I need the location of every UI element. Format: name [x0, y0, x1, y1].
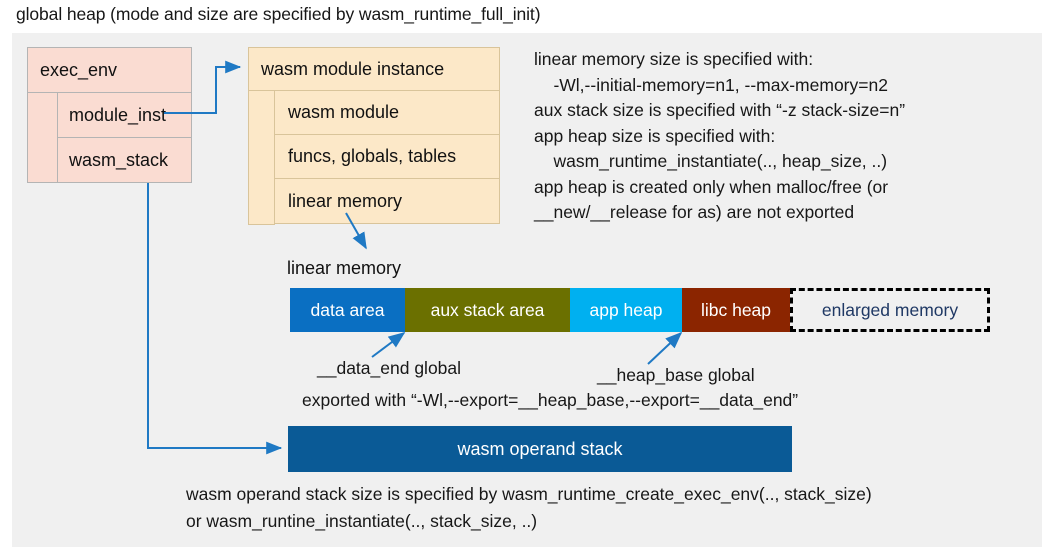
module-instance-group: wasm module instance wasm module funcs, … [248, 47, 500, 225]
memory-segment-data-area: data area [290, 288, 405, 332]
memory-segment-libc-heap: libc heap [682, 288, 790, 332]
memory-segment-label: enlarged memory [821, 299, 959, 320]
annotation-data-end: __data_end global [317, 358, 462, 378]
module-inst-label: module_inst [69, 104, 167, 125]
annotation-export-line: exported with “-Wl,--export=__heap_base,… [302, 390, 799, 410]
module-instance-header-label: wasm module instance [261, 58, 445, 79]
module-instance-field-wasm-module: wasm module [274, 90, 500, 135]
memory-segment-app-heap: app heap [570, 288, 682, 332]
exec-env-header: exec_env [27, 47, 192, 93]
configuration-notes: linear memory size is specified with: -W… [534, 49, 906, 222]
memory-segment-label: aux stack area [430, 299, 545, 320]
wasm-module-label: wasm module [288, 102, 400, 122]
module-instance-field-funcs-globals-tables: funcs, globals, tables [274, 134, 500, 179]
wasm-operand-stack-bar: wasm operand stack [288, 426, 792, 472]
exec-env-header-label: exec_env [40, 59, 118, 80]
memory-segment-label: data area [310, 299, 385, 320]
memory-segment-label: app heap [589, 299, 663, 320]
linear-memory-label: linear memory [287, 258, 402, 278]
exec-env-indent-left [27, 92, 58, 183]
operand-stack-footnote: wasm operand stack size is specified by … [186, 484, 872, 531]
module-instance-field-linear-memory: linear memory [274, 178, 500, 224]
wasm-stack-label: wasm_stack [69, 149, 169, 170]
module-instance-indent-left [248, 90, 275, 225]
memory-segment-label: libc heap [700, 299, 772, 320]
exec-env-field-module-inst: module_inst [57, 92, 192, 138]
annotation-heap-base: __heap_base global [597, 365, 755, 385]
exec-env-group: exec_env module_inst wasm_stack [27, 47, 192, 183]
exec-env-field-wasm-stack: wasm_stack [57, 137, 192, 183]
module-instance-header: wasm module instance [248, 47, 500, 91]
linear-memory-field-label: linear memory [288, 190, 403, 211]
funcs-globals-tables-label: funcs, globals, tables [288, 146, 457, 166]
memory-segment-aux-stack-area: aux stack area [405, 288, 570, 332]
wasm-operand-stack-label: wasm operand stack [457, 438, 623, 459]
page-title: global heap (mode and size are specified… [16, 4, 541, 24]
memory-segment-enlarged-memory: enlarged memory [790, 288, 990, 332]
